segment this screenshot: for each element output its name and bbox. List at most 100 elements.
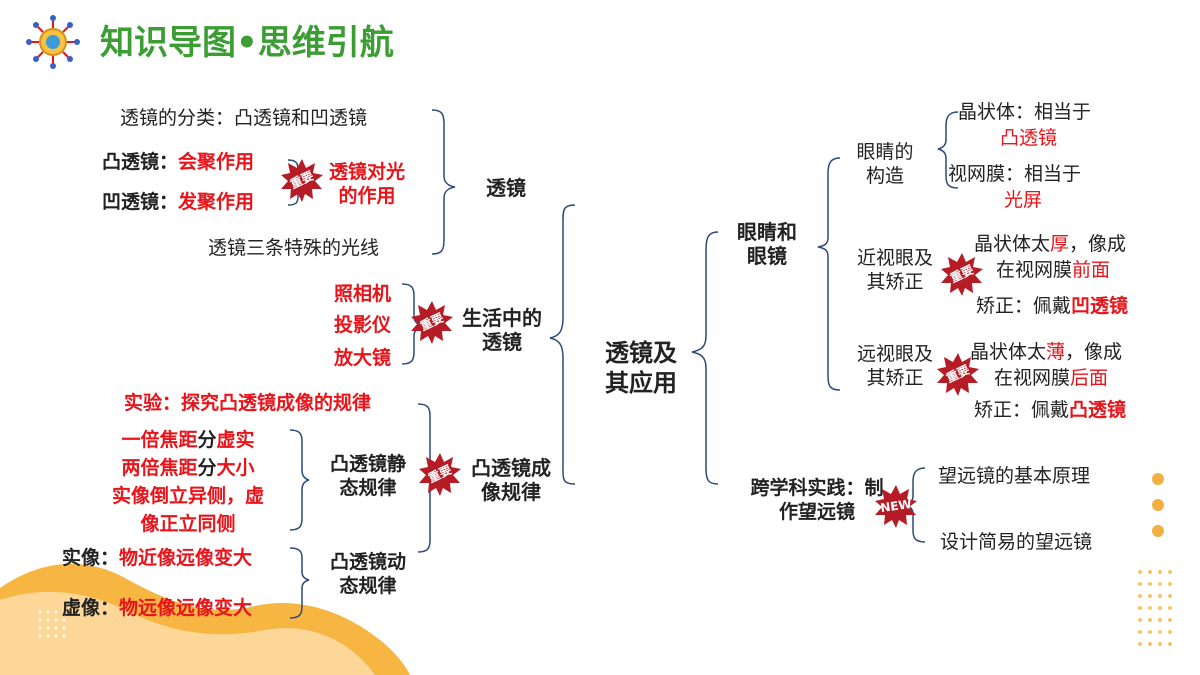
myopia-text: 晶状体太: [974, 233, 1051, 255]
imaging-experiment: 实验：探究凸透镜成像的规律: [124, 392, 372, 414]
lens-light-effect-label: 透镜对光 的作用: [322, 160, 412, 208]
node-life-lens-line2: 透镜: [482, 330, 522, 354]
new-badge: NEW: [874, 484, 918, 528]
virtual-image-rule: 物远像远像变大: [119, 597, 253, 619]
real-image-rule: 物近像远像变大: [119, 547, 253, 569]
lens-three-rays: 透镜三条特殊的光线: [208, 237, 380, 259]
node-static-rule-line2: 态规律: [339, 477, 397, 499]
node-eye-glasses: 眼睛和 眼镜: [724, 220, 810, 268]
important-badge: 重要: [418, 452, 462, 496]
node-hyperopia-line2: 其矫正: [866, 367, 924, 389]
node-eye-structure-line2: 构造: [865, 165, 904, 187]
node-eye-glasses-line1: 眼睛和: [737, 220, 797, 244]
cross-item: 设计简易的望远镜: [940, 531, 1093, 553]
myopia-desc-2: 在视网膜前面: [996, 258, 1110, 282]
static-rule-text: 虚实: [216, 429, 255, 451]
lens-light-effect-line2: 的作用: [338, 185, 396, 207]
concave-name: 凹透镜：: [102, 191, 179, 213]
node-lens: 透镜: [486, 176, 526, 200]
starburst-icon: [937, 353, 979, 396]
retina-equivalent: 光屏: [1004, 189, 1043, 211]
node-static-rule: 凸透镜静 态规律: [316, 452, 420, 500]
node-dynamic-rule-line2: 态规律: [339, 575, 397, 597]
node-hyperopia-line1: 远视眼及: [856, 343, 933, 365]
convex-name: 凸透镜：: [102, 151, 179, 173]
node-static-rule-line1: 凸透镜静: [329, 453, 406, 475]
hyperopia-fix-text: 矫正：佩戴: [974, 399, 1070, 421]
important-badge: 重要: [940, 252, 984, 296]
hyperopia-text: 薄: [1046, 341, 1066, 363]
node-imaging-rule-line2: 像规律: [481, 480, 541, 504]
node-dynamic-rule: 凸透镜动 态规律: [316, 550, 420, 598]
life-item: 放大镜: [334, 347, 392, 369]
hyperopia-text: 在视网膜: [994, 367, 1071, 389]
node-myopia-line1: 近视眼及: [856, 247, 933, 269]
retina-label: 视网膜：相当于: [948, 163, 1082, 185]
static-rule-text: 分: [197, 429, 217, 451]
hyperopia-fix: 矫正：佩戴凸透镜: [974, 398, 1126, 422]
important-badge: 重要: [410, 300, 454, 344]
static-rule-text: 一倍焦距: [121, 429, 198, 451]
dynamic-virtual-row: 虚像：物远像远像变大: [62, 596, 252, 620]
static-rule-orientation-2: 像正立同侧: [140, 513, 236, 535]
node-hyperopia: 远视眼及 其矫正: [842, 342, 948, 390]
starburst-icon: [411, 301, 453, 344]
node-imaging-rule-line1: 凸透镜成: [471, 456, 551, 480]
static-rule-text: 分: [197, 457, 217, 479]
center-node: 透镜及 其应用: [596, 338, 686, 398]
node-life-lens: 生活中的 透镜: [452, 306, 552, 354]
hyperopia-desc-1: 晶状体太薄，像成: [970, 340, 1122, 364]
life-item: 照相机: [334, 283, 392, 305]
new-badge-text: NEW: [879, 496, 913, 516]
hyperopia-text: ，像成: [1065, 341, 1123, 363]
right-dots-decoration: [1152, 473, 1164, 537]
node-myopia-line2: 其矫正: [866, 271, 924, 293]
hyperopia-fix-text: 凸透镜: [1069, 399, 1127, 421]
concave-effect-row: 凹透镜：发聚作用: [102, 190, 254, 214]
starburst-icon: [419, 453, 461, 496]
crystal-equivalent: 凸透镜: [1000, 127, 1058, 149]
concave-effect: 发聚作用: [178, 191, 255, 213]
lens-classification: 透镜的分类：凸透镜和凹透镜: [120, 107, 368, 129]
myopia-text: 厚: [1050, 233, 1070, 255]
brain-gear-icon: [26, 15, 80, 69]
virtual-image-name: 虚像：: [62, 597, 120, 619]
static-rule-text: 两倍焦距: [121, 457, 198, 479]
page-title: 知识导图•思维引航: [100, 23, 394, 63]
myopia-fix: 矫正：佩戴凹透镜: [976, 294, 1128, 318]
myopia-fix-text: 矫正：佩戴: [976, 295, 1072, 317]
hyperopia-text: 晶状体太: [970, 341, 1047, 363]
node-eye-structure-line1: 眼睛的: [856, 141, 914, 163]
myopia-text: 前面: [1072, 259, 1111, 281]
pale-wave-decoration: [0, 591, 375, 675]
starburst-icon: [281, 159, 323, 202]
node-cross-practice: 跨学科实践：制 作望远镜: [734, 476, 900, 524]
node-eye-structure: 眼睛的 构造: [842, 140, 928, 188]
crystal-label: 晶状体：相当于: [958, 101, 1092, 123]
node-eye-glasses-line2: 眼镜: [747, 244, 787, 268]
convex-effect: 会聚作用: [178, 151, 255, 173]
starburst-icon: [941, 253, 983, 296]
hyperopia-desc-2: 在视网膜后面: [994, 366, 1108, 390]
center-node-line2: 其应用: [605, 369, 677, 397]
node-imaging-rule: 凸透镜成 像规律: [456, 456, 566, 504]
cross-item: 望远镜的基本原理: [938, 465, 1091, 487]
lens-light-effect-line1: 透镜对光: [328, 161, 405, 183]
static-rule-focal-1: 一倍焦距分虚实: [88, 428, 288, 452]
static-rule-focal-2: 两倍焦距分大小: [88, 456, 288, 480]
node-cross-practice-line2: 作望远镜: [778, 501, 855, 523]
myopia-text: ，像成: [1069, 233, 1127, 255]
right-dot-grid-decoration: [1138, 570, 1172, 646]
static-rule-orientation: 实像倒立异侧，虚: [111, 485, 264, 507]
important-badge: 重要: [936, 352, 980, 396]
node-myopia: 近视眼及 其矫正: [842, 246, 948, 294]
node-cross-practice-line1: 跨学科实践：制: [750, 477, 884, 499]
center-node-line1: 透镜及: [605, 339, 677, 367]
starburst-icon: [875, 485, 917, 528]
convex-effect-row: 凸透镜：会聚作用: [102, 150, 254, 174]
life-item: 投影仪: [334, 314, 392, 336]
real-image-name: 实像：: [62, 547, 120, 569]
dynamic-real-row: 实像：物近像远像变大: [62, 546, 252, 570]
node-life-lens-line1: 生活中的: [462, 306, 542, 330]
